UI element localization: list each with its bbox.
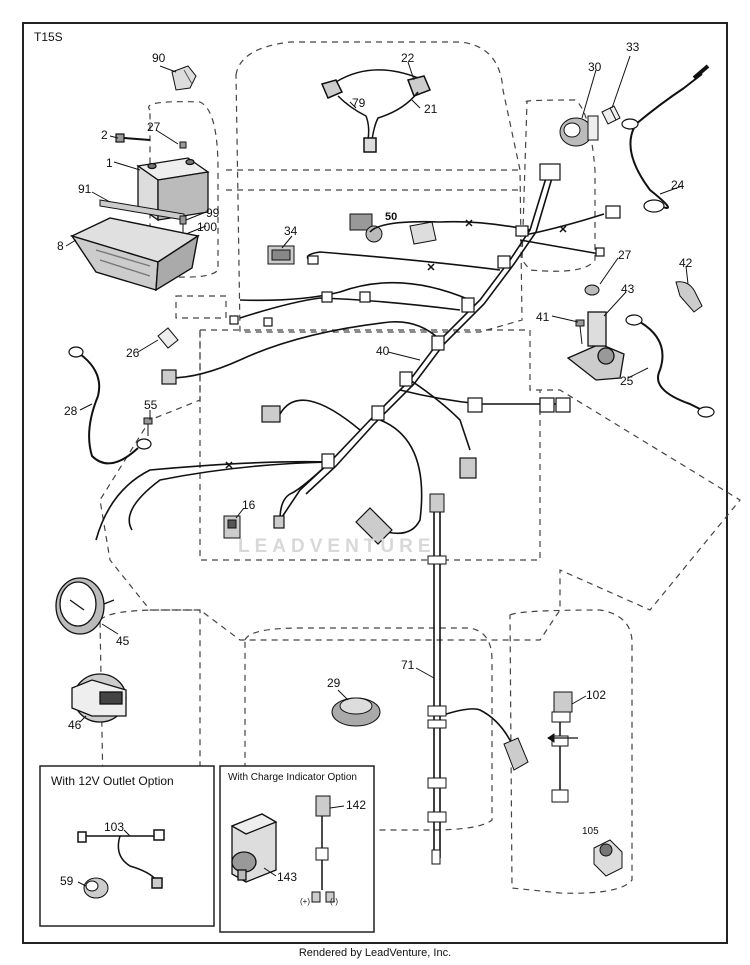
part-26-fuse: [157, 327, 179, 349]
part-46-hour-meter: [71, 673, 127, 723]
callout-90: 90: [152, 51, 166, 65]
part-33-key: [601, 105, 621, 125]
part-25-cable: [625, 314, 715, 418]
callout-105: 105: [582, 826, 599, 837]
callout-2: 2: [101, 128, 108, 142]
part-24-battery-cable: [621, 64, 710, 213]
callout-45: 45: [116, 634, 130, 648]
option-box-12v-title: With 12V Outlet Option: [51, 774, 174, 788]
callout-43: 43: [621, 282, 635, 296]
part-103-outlet-harness: [77, 829, 165, 889]
part-22-headlight-harness: [320, 69, 431, 153]
part-34-switch: [267, 245, 295, 265]
part-28-ground-cable: [68, 346, 152, 465]
callout-42: 42: [679, 256, 693, 270]
diagram-code: T15S: [34, 30, 63, 44]
callout-22: 22: [401, 51, 415, 65]
part-55-bolt: [143, 417, 153, 436]
footer-credit: Rendered by LeadVenture, Inc.: [298, 947, 452, 959]
callout-91: 91: [78, 182, 92, 196]
chassis-outline: [99, 329, 741, 641]
part-59-outlet: [83, 877, 109, 899]
part-45-gauge: [55, 577, 115, 635]
callout-25: 25: [620, 374, 634, 388]
callout-33: 33: [626, 40, 640, 54]
part-105-solenoid: [593, 839, 623, 877]
hood-seam: [226, 169, 520, 191]
callout-59: 59: [60, 874, 74, 888]
hood-outline: [235, 41, 523, 333]
part-43-solenoid: [566, 311, 625, 381]
callout-1: 1: [106, 156, 113, 170]
harness-connectors: [161, 163, 621, 545]
callout-99: 99: [206, 206, 220, 220]
part-102-relay-harness: [547, 691, 578, 803]
callout-40: 40: [376, 344, 390, 358]
callout-24: 24: [671, 178, 685, 192]
callout-100: 100: [197, 220, 218, 234]
part-142-charge-harness: [311, 795, 335, 903]
polarity-negative: (-): [330, 897, 338, 906]
part-71-connectors: [427, 493, 529, 865]
callout-41: 41: [536, 310, 550, 324]
callout-50: 50: [385, 211, 398, 223]
part-29-grommet: [331, 697, 381, 727]
connector-zone: [175, 295, 227, 319]
rear-left-zone: [99, 609, 201, 901]
part-90-connector: [171, 65, 197, 91]
option-box-12v-outlet: [39, 765, 215, 927]
callout-103: 103: [104, 820, 125, 834]
part-8-battery-tray: [70, 217, 200, 292]
callout-21: 21: [424, 102, 438, 116]
option-box-charge-title: With Charge Indicator Option: [228, 772, 357, 783]
part-71-harness: [433, 512, 513, 860]
callout-79: 79: [352, 96, 366, 110]
callout-29: 29: [327, 676, 341, 690]
leader-lines: [65, 55, 689, 887]
callout-16: 16: [242, 498, 256, 512]
diagram-frame: [22, 22, 728, 944]
callout-34: 34: [284, 224, 298, 238]
callout-27-right: 27: [618, 248, 632, 262]
dash-panel: [199, 330, 541, 561]
battery-zone: [148, 101, 219, 278]
callout-26: 26: [126, 346, 140, 360]
callout-30: 30: [588, 60, 602, 74]
part-143-charge-indicator: [230, 813, 278, 883]
part-27-nut: [179, 141, 187, 149]
callout-8: 8: [57, 239, 64, 253]
part-27-nut-right: [584, 284, 600, 296]
callout-71: 71: [401, 658, 415, 672]
part-16-connector: [223, 515, 241, 539]
callout-27: 27: [147, 120, 161, 134]
callout-142: 142: [346, 798, 367, 812]
tractor-outline: [99, 41, 741, 901]
callout-55: 55: [144, 398, 158, 412]
part-2-bolt: [115, 133, 151, 143]
part-30-ignition-switch: [559, 115, 599, 147]
callout-143: 143: [277, 870, 298, 884]
rear-right-zone: [509, 609, 633, 894]
harness-cut-marks: [225, 219, 567, 469]
callout-46: 46: [68, 718, 82, 732]
part-41-bolt: [575, 319, 585, 345]
watermark-text: LEADVENTURE: [238, 536, 436, 557]
right-zone: [521, 99, 596, 272]
callout-28: 28: [64, 404, 78, 418]
polarity-positive: (+): [300, 897, 310, 906]
part-1-battery: [136, 157, 210, 222]
part-50-seat-switch: [349, 213, 437, 245]
callout-102: 102: [586, 688, 607, 702]
part-42-boot: [675, 281, 703, 313]
